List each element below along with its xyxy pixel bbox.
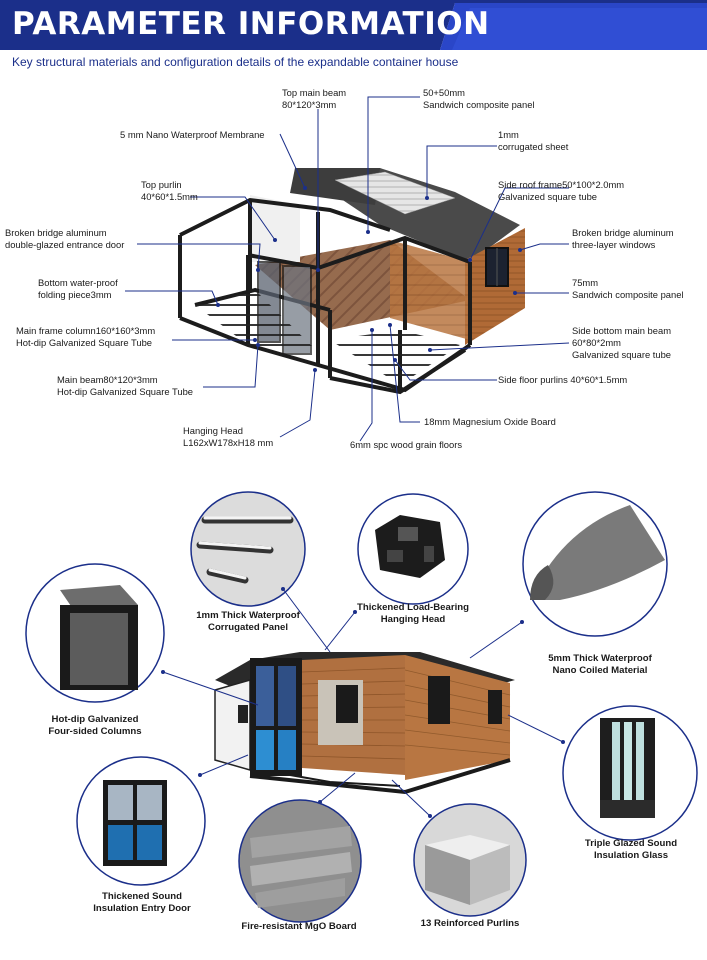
container-house-frame <box>178 168 525 395</box>
caption-purlins: 13 Reinforced Purlins <box>420 918 520 929</box>
leader-dots <box>216 186 522 372</box>
header-banner-shape <box>0 0 707 50</box>
label-membrane: 5 mm Nano Waterproof Membrane <box>120 129 265 140</box>
feature-leader-dots <box>161 587 565 818</box>
header-banner: PARAMETER INFORMATION <box>0 0 707 50</box>
feature-leaders <box>162 588 564 817</box>
leader-lines <box>125 96 570 442</box>
label-mgo-board: 18mm Magnesium Oxide Board <box>424 416 556 427</box>
label-side-floor-purlins: Side floor purlins 40*60*1.5mm <box>498 374 628 385</box>
page-title: PARAMETER INFORMATION <box>12 6 490 42</box>
feature-circles <box>25 491 698 923</box>
house-photo <box>214 652 515 795</box>
page-subtitle: Key structural materials and configurati… <box>12 55 459 69</box>
caption-mgo-board: Fire-resistant MgO Board <box>241 921 357 932</box>
label-spc-floor: 6mm spc wood grain floors <box>350 439 463 450</box>
